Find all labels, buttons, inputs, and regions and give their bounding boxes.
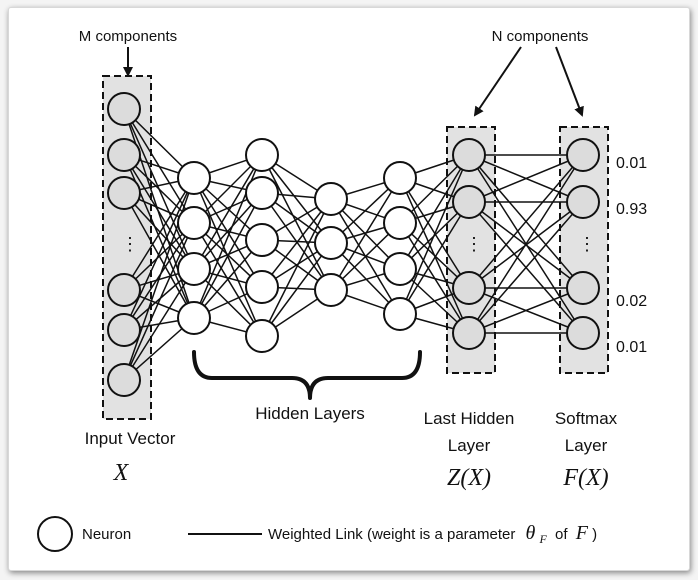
link-hidden4-4-to-lasthid-2 — [399, 201, 470, 315]
link-hidden1-1-to-hidden2-4 — [193, 177, 263, 288]
link-hidden4-4-to-lasthid-1 — [399, 154, 470, 315]
neuron-softmax-2 — [566, 185, 600, 219]
hidden-layers-label: Hidden Layers — [255, 404, 365, 423]
link-input-5-to-hidden1-2 — [123, 222, 195, 331]
link-input-6-to-hidden1-2 — [123, 222, 195, 381]
neuron-lasthid-3 — [452, 271, 486, 305]
softmax-label-line1: Softmax — [555, 409, 618, 428]
neuron-hidden3-2 — [314, 226, 348, 260]
legend-link-label: Weighted Link (weight is a parameter θ F… — [268, 522, 597, 547]
link-hidden2-5-to-hidden3-2 — [261, 242, 332, 337]
output-value-1: 0.01 — [616, 155, 647, 172]
neuron-hidden3-3 — [314, 273, 348, 307]
softmax-label-line2: Layer — [565, 436, 608, 455]
link-lasthid-4-to-softmax-2 — [468, 201, 584, 334]
neuron-hidden1-3 — [177, 252, 211, 286]
weighted-links — [123, 108, 584, 381]
neuron-hidden1-4 — [177, 301, 211, 335]
neuron-input-6 — [107, 363, 141, 397]
neuron-hidden2-5 — [245, 319, 279, 353]
neuron-hidden4-4 — [383, 297, 417, 331]
link-lasthid-4-to-softmax-3 — [468, 287, 584, 334]
last-hidden-ellipsis: ⋮ — [465, 234, 483, 254]
last-hidden-symbol: Z(X) — [447, 465, 491, 491]
m-components-label: M components — [79, 28, 177, 45]
last-hidden-label-line1: Last Hidden — [424, 409, 515, 428]
output-value-2: 0.93 — [616, 201, 647, 218]
input-ellipsis: ⋮ — [121, 234, 139, 254]
legend-f-symbol: F — [575, 522, 589, 544]
neuron-softmax-4 — [566, 316, 600, 350]
neuron-input-3 — [107, 176, 141, 210]
neuron-hidden2-2 — [245, 176, 279, 210]
link-input-3-to-hidden1-3 — [123, 192, 195, 270]
legend-link-text: Weighted Link (weight is a parameter — [268, 526, 515, 543]
neurons — [107, 92, 600, 397]
neuron-hidden2-3 — [245, 223, 279, 257]
neuron-hidden3-1 — [314, 182, 348, 216]
neuron-input-4 — [107, 273, 141, 307]
neuron-hidden4-3 — [383, 252, 417, 286]
softmax-ellipsis: ⋮ — [578, 234, 596, 254]
link-hidden2-4-to-hidden3-1 — [261, 198, 332, 288]
link-lasthid-2-to-softmax-1 — [468, 154, 584, 203]
link-hidden1-4-to-hidden2-2 — [193, 192, 263, 319]
neuron-hidden2-1 — [245, 138, 279, 172]
link-lasthid-4-to-softmax-1 — [468, 154, 584, 334]
link-input-5-to-hidden1-1 — [123, 177, 195, 331]
neuron-lasthid-1 — [452, 138, 486, 172]
neuron-hidden4-1 — [383, 161, 417, 195]
neuron-input-1 — [107, 92, 141, 126]
output-value-4: 0.01 — [616, 339, 647, 356]
n-components-arrow-left — [473, 46, 522, 117]
neuron-lasthid-2 — [452, 185, 486, 219]
softmax-symbol: F(X) — [562, 465, 608, 491]
link-input-6-to-hidden1-3 — [123, 268, 195, 381]
legend-theta-subscript: F — [539, 532, 548, 546]
neuron-lasthid-4 — [452, 316, 486, 350]
link-hidden1-4-to-hidden2-3 — [193, 239, 263, 319]
link-hidden1-3-to-hidden2-1 — [193, 154, 263, 270]
link-hidden3-3-to-hidden4-1 — [330, 177, 401, 291]
legend-of: of — [555, 526, 568, 543]
neuron-hidden1-2 — [177, 206, 211, 240]
legend-theta: θ — [526, 522, 536, 544]
output-value-3: 0.02 — [616, 293, 647, 310]
input-layer-box — [102, 75, 152, 420]
input-vector-label: Input Vector — [85, 429, 176, 448]
link-lasthid-3-to-softmax-1 — [468, 154, 584, 289]
neuron-input-2 — [107, 138, 141, 172]
legend-neuron-icon — [37, 516, 73, 552]
neuron-input-5 — [107, 313, 141, 347]
legend-neuron-label: Neuron — [82, 526, 131, 543]
n-components-label: N components — [492, 28, 589, 45]
neuron-hidden2-4 — [245, 270, 279, 304]
neuron-hidden1-1 — [177, 161, 211, 195]
link-hidden2-1-to-hidden3-3 — [261, 154, 332, 291]
legend-close-paren: ) — [592, 526, 597, 543]
neuron-softmax-3 — [566, 271, 600, 305]
input-symbol: X — [113, 460, 130, 486]
link-hidden2-5-to-hidden3-1 — [261, 198, 332, 337]
last-hidden-label-line2: Layer — [448, 436, 491, 455]
hidden-layers-brace — [192, 350, 422, 400]
link-hidden4-3-to-lasthid-1 — [399, 154, 470, 270]
n-components-arrow-right — [555, 46, 584, 117]
link-hidden2-1-to-hidden3-2 — [261, 154, 332, 244]
neuron-softmax-1 — [566, 138, 600, 172]
neuron-hidden4-2 — [383, 206, 417, 240]
link-input-4-to-hidden1-1 — [123, 177, 195, 291]
